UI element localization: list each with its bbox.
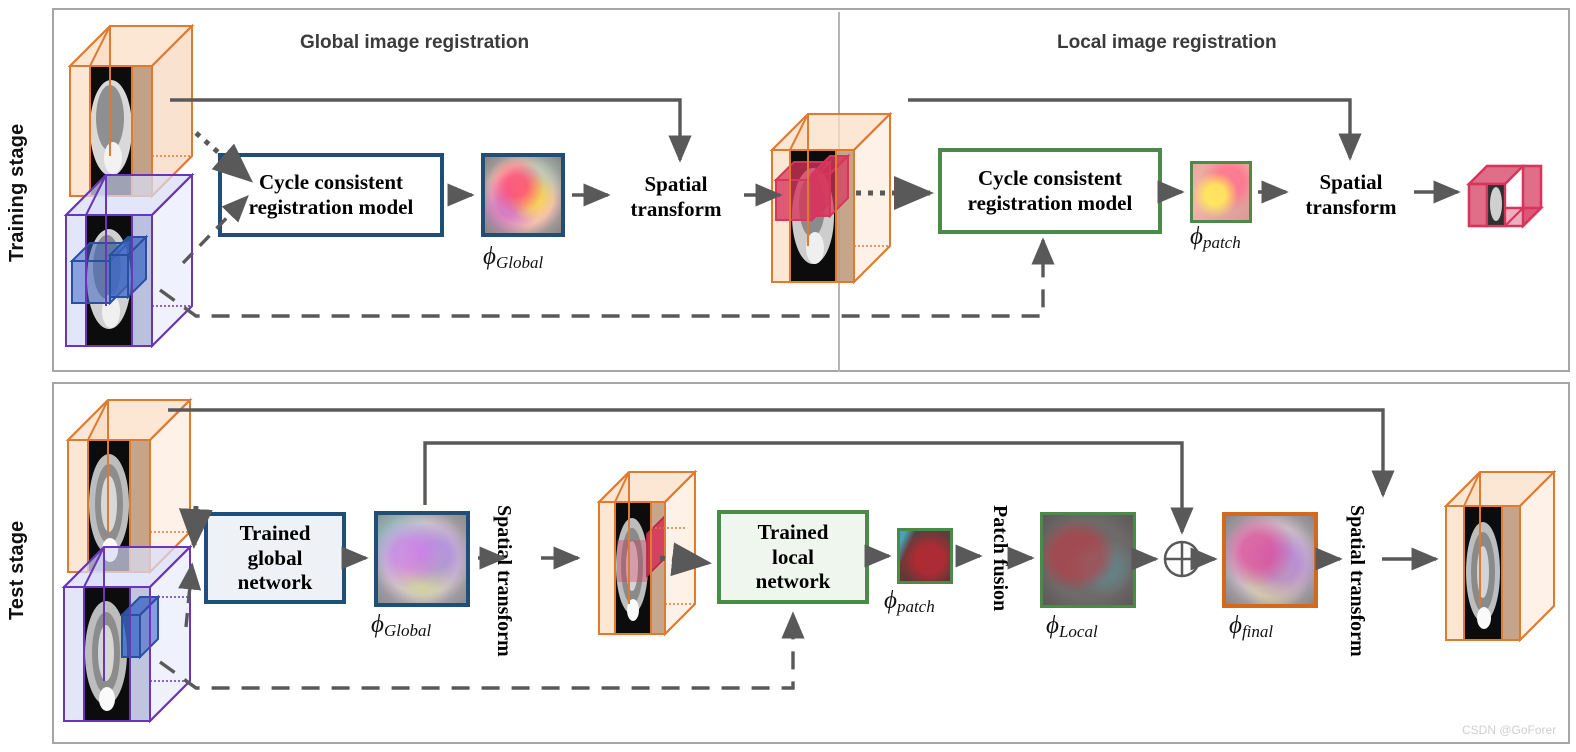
- training-stage-label: Training stage: [6, 123, 28, 263]
- training-moving-volume: [67, 23, 195, 199]
- spatial-transform-label-training-local: Spatial transform: [1305, 170, 1397, 220]
- training-output-patch-cube: [1465, 164, 1545, 230]
- box-label: Cycle consistent registration model: [967, 166, 1133, 215]
- spatial-transform-label-test-final: Spatial transform: [1346, 505, 1368, 657]
- spatial-transform-label-test-global: Spatial transform: [493, 505, 515, 657]
- training-warped-volume-with-patch: [769, 111, 893, 285]
- phi-local-caption-test: ϕLocal: [1046, 612, 1098, 641]
- phi-patch-caption-training: ϕpatch: [1190, 223, 1241, 252]
- phi-local-field-test: [1040, 512, 1136, 608]
- sum-operator-icon: [1163, 540, 1201, 578]
- watermark-text: CSDN @GoForer: [1462, 723, 1557, 737]
- spatial-transform-label-training-global: Spatial transform: [630, 172, 722, 222]
- phi-patch-field-test: [897, 528, 953, 584]
- phi-patch-caption-test: ϕpatch: [884, 587, 935, 616]
- test-fixed-volume: [61, 544, 193, 724]
- local-registration-title: Local image registration: [1057, 32, 1277, 53]
- phi-global-field-training: [481, 153, 565, 237]
- phi-global-field-test: [374, 511, 470, 607]
- test-final-registered-volume: [1443, 469, 1557, 643]
- phi-global-caption-test: ϕGlobal: [371, 611, 432, 640]
- test-warped-volume-with-patch: [596, 469, 698, 637]
- trained-global-network-box[interactable]: Trained global network: [204, 512, 346, 604]
- box-label: Cycle consistent registration model: [248, 170, 414, 219]
- phi-patch-field-training: [1190, 161, 1252, 223]
- test-stage-label: Test stage: [6, 520, 28, 620]
- box-label: Trained global network: [237, 520, 313, 595]
- box-label: Trained local network: [755, 519, 831, 594]
- trained-local-network-box[interactable]: Trained local network: [717, 510, 869, 604]
- cycle-consistent-registration-model-global[interactable]: Cycle consistent registration model: [218, 153, 444, 237]
- global-registration-title: Global image registration: [300, 32, 530, 53]
- patch-fusion-label: Patch fusion: [989, 505, 1011, 612]
- phi-global-caption-training: ϕGlobal: [483, 243, 544, 272]
- phi-final-field-test: [1222, 512, 1318, 608]
- phi-final-caption-test: ϕfinal: [1229, 612, 1274, 641]
- training-fixed-volume: [63, 172, 195, 349]
- cycle-consistent-registration-model-local[interactable]: Cycle consistent registration model: [938, 148, 1162, 234]
